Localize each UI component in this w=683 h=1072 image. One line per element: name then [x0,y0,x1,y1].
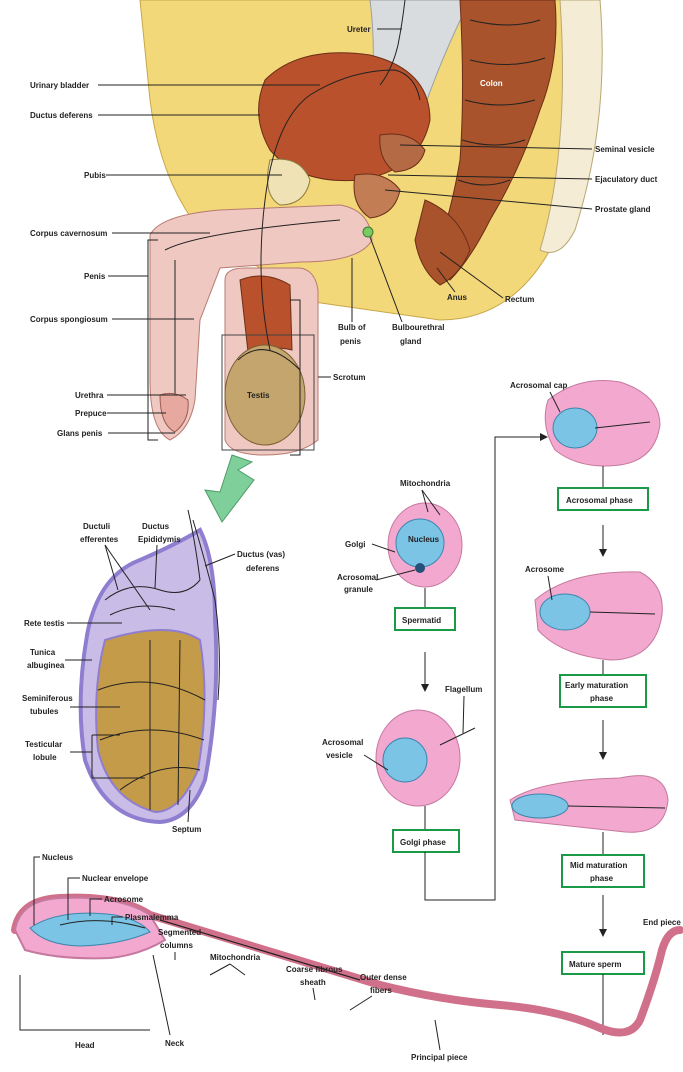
label-ejaculatory-duct: Ejaculatory duct [595,175,658,184]
early-nucleus [540,594,590,630]
label-ductus-deferens: Ductus deferens [30,111,93,120]
label-mitochondria: Mitochondria [210,953,261,962]
label-acrosome: Acrosome [104,895,144,904]
label-scrotum: Scrotum [333,373,365,382]
golgi-nucleus [383,738,427,782]
label-prostate-gland: Prostate gland [595,205,651,214]
spermatic-cord [240,276,292,352]
label-urethra: Urethra [75,391,104,400]
label-rectum: Rectum [505,295,534,304]
label-pubis: Pubis [84,171,106,180]
label-prepuce: Prepuce [75,409,107,418]
label-flagellum: Flagellum [445,685,482,694]
label-coarse-1: Coarse fibrous [286,965,343,974]
golgi-phase-stage: Flagellum Acrosomal vesicle Golgi phase [322,433,548,900]
label-head: Head [75,1041,95,1050]
label-segmented-2: columns [160,941,193,950]
label-septum: Septum [172,825,201,834]
arrow-down-3 [599,752,607,760]
phase-early-1: Early maturation [565,681,628,690]
spermatid-stage: Mitochondria Golgi Nucleus Acrosomal gra… [337,479,462,692]
label-epididymis-1: Ductus [142,522,170,531]
label-corpus-cavernosum: Corpus cavernosum [30,229,107,238]
arrow-down-4 [599,929,607,937]
label-bulb-of-penis-1: Bulb of [338,323,366,332]
arrow-right [540,433,548,441]
label-tunica-2: albuginea [27,661,65,670]
label-lobule-1: Testicular [25,740,62,749]
label-vas-1: Ductus (vas) [237,550,285,559]
mid-maturation-stage: Mid maturation phase Mature sperm [510,776,668,1035]
label-acro-vesicle-2: vesicle [326,751,353,760]
label-corpus-spongiosum: Corpus spongiosum [30,315,108,324]
label-seminal-vesicle: Seminal vesicle [595,145,655,154]
label-colon: Colon [480,79,503,88]
label-outer-1: Outer dense [360,973,407,982]
label-ductuli-1: Ductuli [83,522,110,531]
label-anus: Anus [447,293,468,302]
label-coarse-2: sheath [300,978,326,987]
label-acro-vesicle-1: Acrosomal [322,738,363,747]
label-ureter: Ureter [347,25,371,34]
label-glans-penis: Glans penis [57,429,103,438]
label-semin-2: tubules [30,707,59,716]
arrow-down-1 [421,684,429,692]
testis-section [81,510,220,822]
phase-early-2: phase [590,694,614,703]
label-neck: Neck [165,1039,185,1048]
phase-spermatid: Spermatid [402,616,441,625]
label-semin-1: Seminiferous [22,694,73,703]
label-penis: Penis [84,272,106,281]
label-plasmalemma: Plasmalemma [125,913,179,922]
label-urinary-bladder: Urinary bladder [30,81,89,90]
label-rete-testis: Rete testis [24,619,65,628]
label-bulbourethral-1: Bulbourethral [392,323,444,332]
phase-acrosomal: Acrosomal phase [566,496,633,505]
head-bracket [20,975,150,1030]
label-acrosomal-cap: Acrosomal cap [510,381,567,390]
label-epididymis-2: Epididymis [138,535,181,544]
label-lobule-2: lobule [33,753,57,762]
label-nucleus-sp: Nucleus [408,535,440,544]
label-segmented-1: Segmented [158,928,201,937]
label-vas-2: deferens [246,564,280,573]
label-end-piece: End piece [643,918,681,927]
label-outer-2: fibers [370,986,392,995]
early-maturation-stage: Acrosome Early maturation phase [525,565,662,760]
label-golgi: Golgi [345,540,365,549]
phase-mature: Mature sperm [569,960,621,969]
phase-mid-2: phase [590,874,614,883]
acrosomal-granule [415,563,425,573]
bulbourethral-gland [363,227,373,237]
arrow-down-2 [599,549,607,557]
label-acrosome-stage: Acrosome [525,565,565,574]
acrosomal-phase-stage: Acrosomal cap Acrosomal phase [510,380,660,557]
acrosomal-nucleus [553,408,597,448]
label-nuclear-envelope: Nuclear envelope [82,874,149,883]
label-nucleus: Nucleus [42,853,74,862]
label-bulb-of-penis-2: penis [340,337,361,346]
mid-nucleus [512,794,568,818]
label-tunica-1: Tunica [30,648,56,657]
zoom-arrow [205,455,254,522]
label-principal-piece: Principal piece [411,1053,468,1062]
phase-golgi: Golgi phase [400,838,446,847]
label-mitochondria-sp: Mitochondria [400,479,451,488]
phase-mid-1: Mid maturation [570,861,627,870]
label-ductuli-2: efferentes [80,535,119,544]
label-testis: Testis [247,391,270,400]
label-acro-granule-1: Acrosomal [337,573,378,582]
label-bulbourethral-2: gland [400,337,421,346]
label-acro-granule-2: granule [344,585,373,594]
